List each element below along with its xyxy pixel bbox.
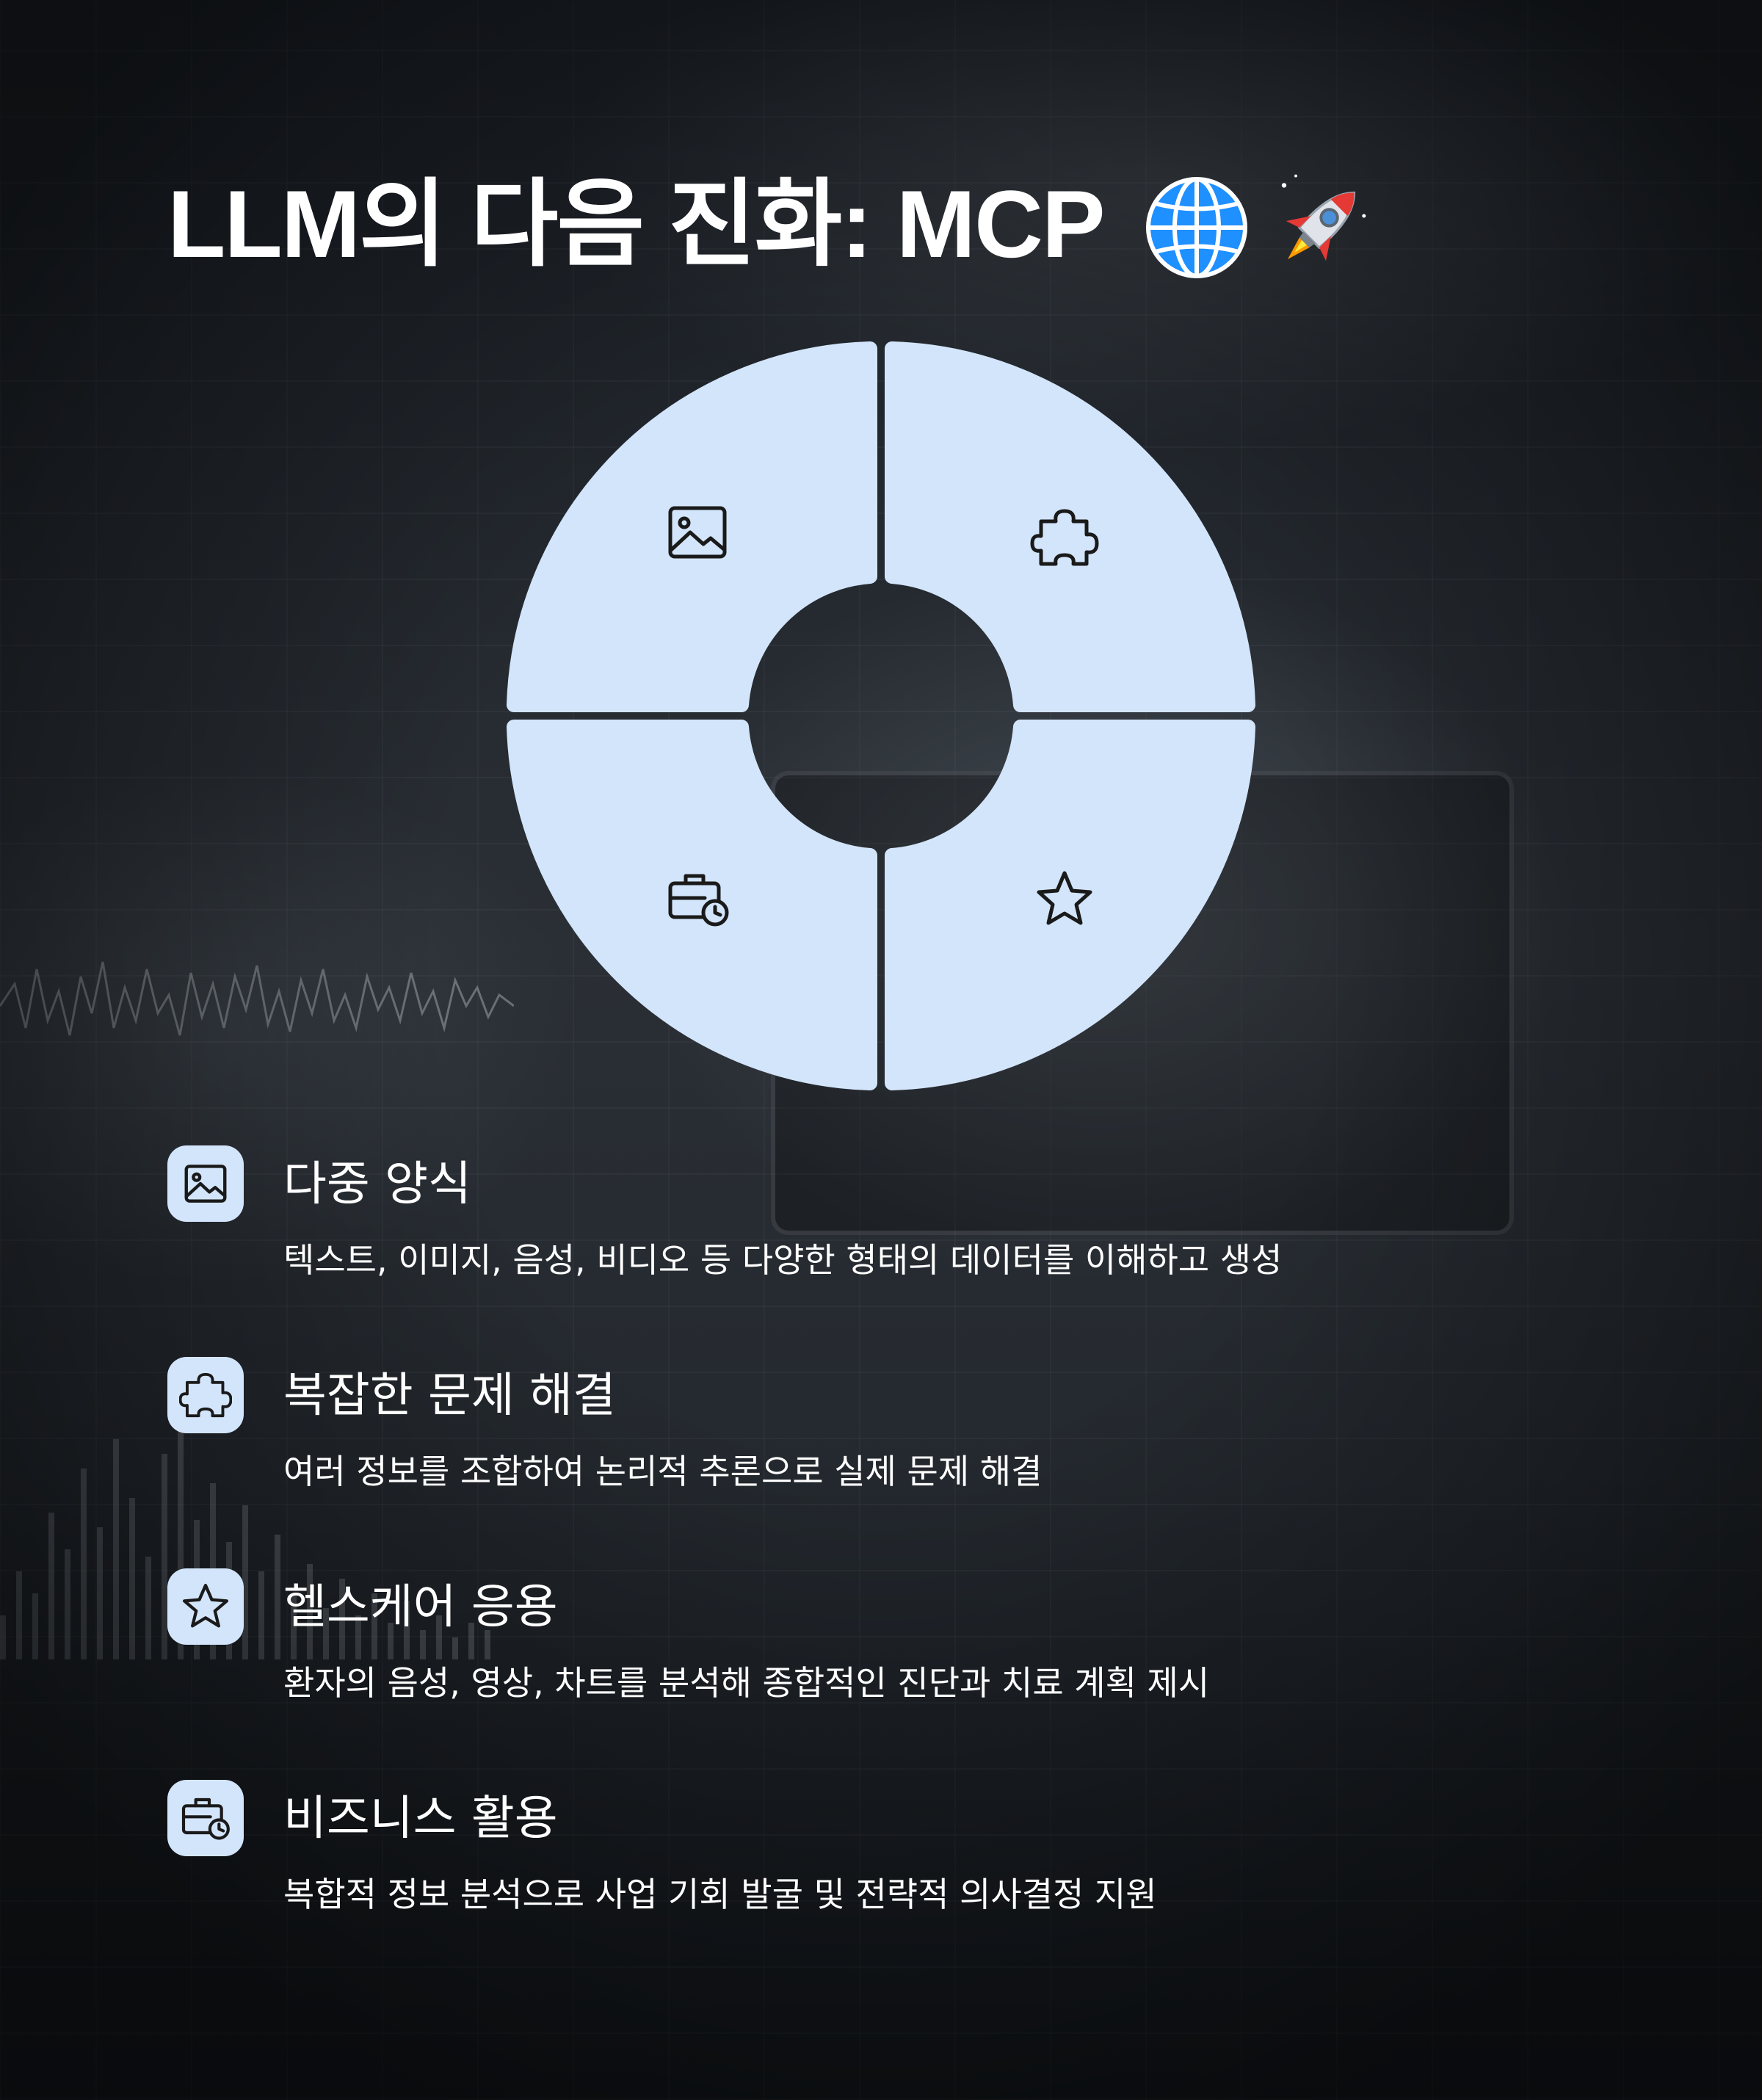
segment-top-right	[885, 341, 1255, 712]
feature-badge	[167, 1780, 244, 1856]
title-emojis	[1142, 169, 1378, 286]
image-icon	[184, 1165, 227, 1203]
feature-title: 비즈니스 활용	[283, 1792, 558, 1846]
feature-item: 헬스케어 응용 환자의 음성, 영상, 차트를 분석해 종합적인 진단과 치료 …	[167, 1568, 1636, 1780]
briefcase-clock-icon	[181, 1797, 230, 1840]
page-title: LLM의 다음 진화: MCP	[167, 170, 1106, 278]
segment-top-left	[507, 341, 877, 712]
feature-description: 텍스트, 이미지, 음성, 비디오 등 다양한 형태의 데이터를 이해하고 생성	[283, 1240, 1283, 1280]
segment-bottom-right	[885, 720, 1255, 1090]
feature-title: 다중 양식	[283, 1157, 471, 1212]
segment-bottom-left	[507, 720, 877, 1090]
feature-item: 다중 양식 텍스트, 이미지, 음성, 비디오 등 다양한 형태의 데이터를 이…	[167, 1145, 1636, 1357]
puzzle-icon	[1030, 509, 1099, 566]
briefcase-clock-icon	[668, 874, 729, 927]
image-icon	[668, 506, 727, 559]
feature-badge	[167, 1357, 244, 1433]
feature-title: 헬스케어 응용	[283, 1580, 558, 1634]
feature-description: 여러 정보를 조합하여 논리적 추론으로 실제 문제 해결	[283, 1452, 1043, 1491]
feature-description: 환자의 음성, 영상, 차트를 분석해 종합적인 진단과 치료 계획 제시	[283, 1663, 1210, 1703]
feature-badge	[167, 1568, 244, 1645]
star-icon	[1037, 871, 1092, 925]
star-icon	[182, 1583, 229, 1628]
feature-badge	[167, 1145, 244, 1222]
feature-item: 비즈니스 활용 복합적 정보 분석으로 사업 기회 발굴 및 전략적 의사결정 …	[167, 1780, 1636, 1991]
donut-diagram	[507, 341, 1255, 1090]
feature-title: 복잡한 문제 해결	[283, 1369, 616, 1423]
feature-description: 복합적 정보 분석으로 사업 기회 발굴 및 전략적 의사결정 지원	[283, 1875, 1157, 1914]
rocket-icon	[1281, 174, 1366, 261]
feature-item: 복잡한 문제 해결 여러 정보를 조합하여 논리적 추론으로 실제 문제 해결	[167, 1357, 1636, 1568]
puzzle-icon	[179, 1372, 232, 1418]
feature-list: 다중 양식 텍스트, 이미지, 음성, 비디오 등 다양한 형태의 데이터를 이…	[167, 1145, 1636, 1991]
globe-icon	[1146, 177, 1247, 278]
